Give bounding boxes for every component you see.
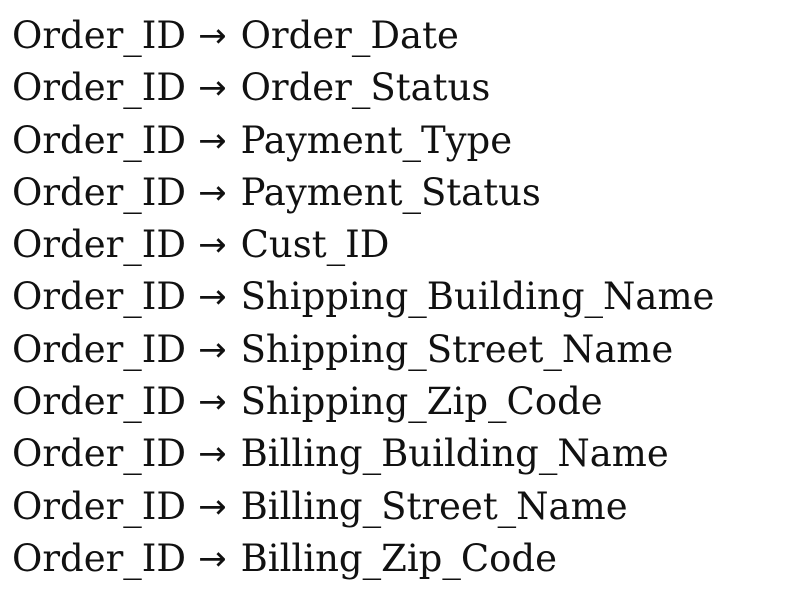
right-arrow-icon: →	[198, 277, 227, 318]
dependency-row: Order_ID → Shipping_Building_Name	[12, 271, 714, 323]
dependent-attribute: Shipping_Zip_Code	[240, 380, 603, 424]
dependent-attribute: Shipping_Street_Name	[240, 327, 674, 371]
determinant: Order_ID	[12, 66, 187, 110]
dependent-attribute: Order_Status	[240, 66, 491, 110]
dependency-row: Order_ID → Cust_ID	[12, 219, 714, 271]
determinant: Order_ID	[12, 432, 187, 476]
dependency-row: Order_ID → Order_Date	[12, 10, 714, 62]
dependent-attribute: Billing_Zip_Code	[240, 536, 558, 580]
determinant: Order_ID	[12, 275, 187, 319]
dependent-attribute: Order_Date	[240, 14, 459, 57]
dependent-attribute: Payment_Type	[240, 118, 513, 162]
right-arrow-icon: →	[198, 486, 227, 527]
dependent-attribute: Cust_ID	[240, 223, 390, 267]
dependent-attribute: Billing_Street_Name	[240, 484, 628, 528]
determinant: Order_ID	[12, 170, 187, 214]
determinant: Order_ID	[12, 14, 187, 57]
dependency-row: Order_ID → Shipping_Zip_Code	[12, 376, 714, 428]
determinant: Order_ID	[12, 327, 187, 371]
right-arrow-icon: →	[198, 225, 227, 266]
determinant: Order_ID	[12, 223, 187, 267]
determinant: Order_ID	[12, 380, 187, 424]
right-arrow-icon: →	[198, 538, 227, 579]
determinant: Order_ID	[12, 118, 187, 162]
functional-dependency-list: Order_ID → Order_Date Order_ID → Order_S…	[12, 10, 714, 585]
dependency-row: Order_ID → Payment_Type	[12, 115, 714, 167]
dependency-row: Order_ID → Billing_Street_Name	[12, 481, 714, 533]
dependency-row: Order_ID → Order_Status	[12, 62, 714, 114]
right-arrow-icon: →	[198, 434, 227, 475]
determinant: Order_ID	[12, 536, 187, 580]
right-arrow-icon: →	[198, 382, 227, 423]
right-arrow-icon: →	[198, 120, 227, 161]
right-arrow-icon: →	[198, 68, 227, 109]
right-arrow-icon: →	[198, 329, 227, 370]
dependency-row: Order_ID → Shipping_Street_Name	[12, 324, 714, 376]
dependency-row: Order_ID → Payment_Status	[12, 167, 714, 219]
determinant: Order_ID	[12, 484, 187, 528]
dependency-row: Order_ID → Billing_Zip_Code	[12, 533, 714, 585]
right-arrow-icon: →	[198, 172, 227, 213]
dependency-row: Order_ID → Billing_Building_Name	[12, 428, 714, 480]
dependent-attribute: Shipping_Building_Name	[240, 275, 715, 319]
dependent-attribute: Billing_Building_Name	[240, 432, 669, 476]
dependent-attribute: Payment_Status	[240, 170, 541, 214]
right-arrow-icon: →	[198, 16, 227, 56]
